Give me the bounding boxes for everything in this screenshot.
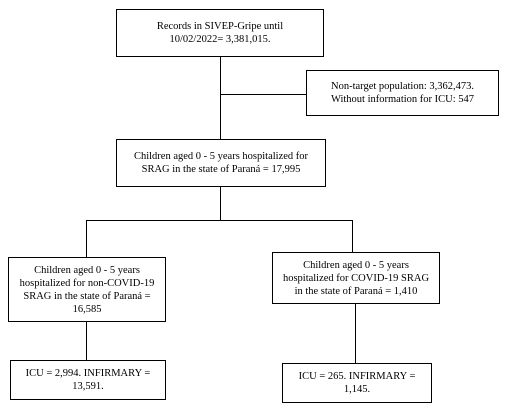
excluded-box: Non-target population: 3,362,473. Withou… [306, 70, 499, 116]
children-total-box: Children aged 0 - 5 years hospitalized f… [116, 139, 326, 187]
non-covid-outcome-box: ICU = 2,994. INFIRMARY = 13,591. [10, 360, 166, 400]
connector-non-covid-to-outcome [86, 322, 87, 360]
covid-outcome-box: ICU = 265. INFIRMARY = 1,145. [282, 363, 432, 403]
non-covid-line-3: SRAG in the state of Paraná = [23, 290, 151, 302]
covid-outcome-line-2: 1,145. [343, 384, 371, 395]
non-covid-line-4: 16,585 [72, 303, 102, 315]
covid-line-2: hospitalized for COVID-19 SRAG [282, 272, 430, 284]
connector-branch-left [86, 220, 87, 257]
covid-line-3: in the state of Paraná = 1,410 [294, 285, 418, 297]
covid-box: Children aged 0 - 5 years hospitalized f… [272, 252, 440, 304]
non-covid-outcome-line-1: ICU = 2,994. INFIRMARY = [25, 368, 151, 379]
covid-outcome-line-1: ICU = 265. INFIRMARY = [298, 371, 416, 382]
children-total-line-1: Children aged 0 - 5 years hospitalized f… [133, 151, 309, 162]
non-covid-line-2: hospitalized for non-COVID-19 [19, 277, 155, 289]
excluded-line-1: Non-target population: 3,362,473. [331, 81, 474, 92]
records-line-2: 10/02/2022= 3,381,015. [169, 34, 271, 45]
connector-branch [86, 220, 353, 221]
connector-records-to-children [220, 57, 221, 139]
covid-line-1: Children aged 0 - 5 years [303, 259, 409, 271]
connector-to-excluded [220, 94, 306, 95]
non-covid-outcome-line-2: 13,591. [72, 381, 104, 392]
records-line-1: Records in SIVEP-Gripe until [156, 21, 284, 32]
non-covid-line-1: Children aged 0 - 5 years [34, 264, 140, 276]
children-total-line-2: SRAG in the state of Paraná = 17,995 [141, 164, 301, 175]
excluded-line-2: Without information for ICU: 547 [330, 94, 475, 105]
connector-children-down [220, 187, 221, 220]
non-covid-box: Children aged 0 - 5 years hospitalized f… [8, 257, 166, 322]
connector-branch-right [352, 220, 353, 252]
records-box: Records in SIVEP-Gripe until 10/02/2022=… [116, 9, 324, 57]
connector-covid-to-outcome [355, 304, 356, 363]
